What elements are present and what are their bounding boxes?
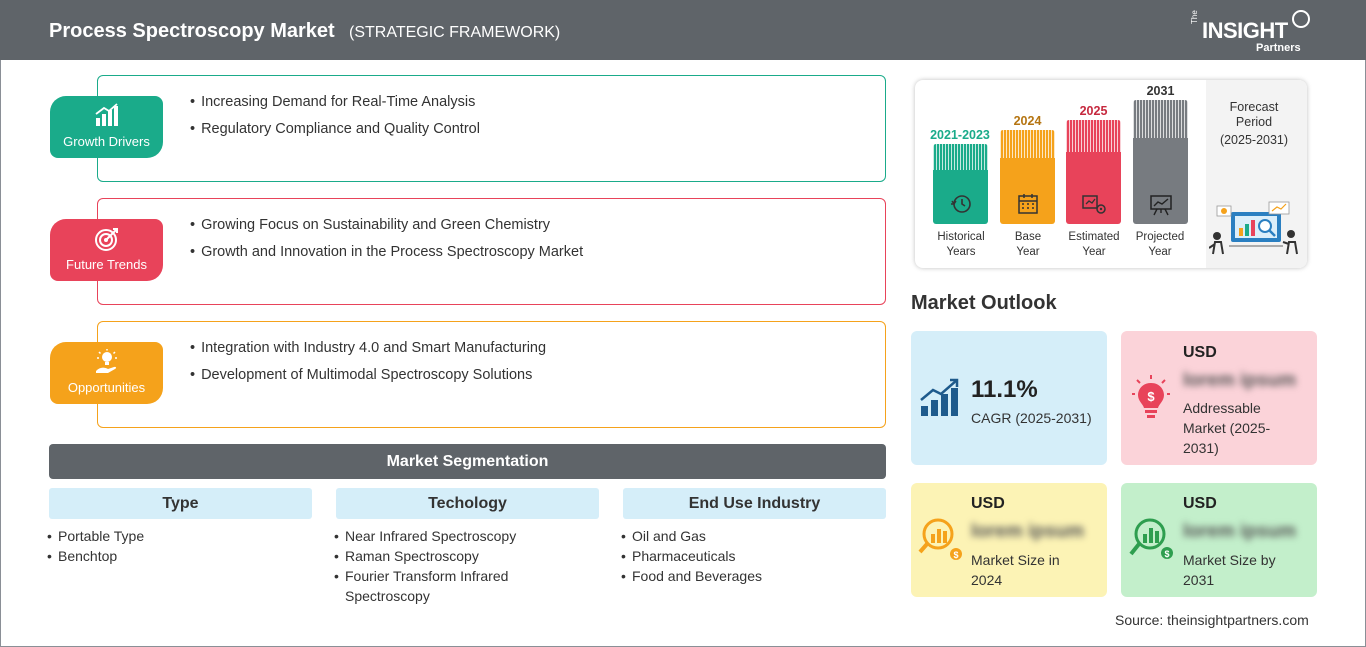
cagr-value: 11.1% <box>971 376 1038 403</box>
forecast-period-title: Forecast Period <box>1229 100 1279 129</box>
currency-label: USD <box>1183 344 1217 361</box>
logo-partners: Partners <box>1256 42 1301 54</box>
future-trends-badge: Future Trends <box>50 219 163 281</box>
list-item: Pharmaceuticals <box>621 546 886 566</box>
estimate-gears-icon <box>1082 195 1106 214</box>
bar-year-projected: 2031 <box>1146 84 1175 98</box>
label-line: Year <box>1016 246 1040 258</box>
growth-drivers-label: Growth Drivers <box>63 134 150 149</box>
addressable-market-value: lorem ipsum <box>1183 370 1296 391</box>
market-size-2031-value: lorem ipsum <box>1183 521 1296 542</box>
segmentation-title: Market Segmentation <box>49 444 886 479</box>
svg-text:$: $ <box>1147 389 1155 404</box>
cagr-label: CAGR (2025-2031) <box>971 410 1092 426</box>
history-clock-icon <box>951 195 971 213</box>
bar-projected <box>1133 100 1188 224</box>
future-trends-label: Future Trends <box>66 257 147 272</box>
magnifier-chart-icon: $ <box>1129 518 1173 559</box>
lightbulb-hand-icon <box>96 349 117 373</box>
growth-drivers-list: Increasing Demand for Real-Time Analysis… <box>190 94 480 148</box>
currency-label: USD <box>1183 495 1217 512</box>
label-line: Year <box>1082 246 1106 258</box>
list-item: Near Infrared Spectroscopy <box>334 526 599 546</box>
logo-insight: INSIGHT <box>1202 18 1288 43</box>
opportunities-badge: Opportunities <box>50 342 163 404</box>
logo-bulb-icon <box>1292 10 1310 28</box>
bar-base <box>1000 130 1055 224</box>
list-item: Fourier Transform Infrared Spectroscopy <box>334 566 534 606</box>
bar-year-base: 2024 <box>1013 114 1042 128</box>
list-item: Regulatory Compliance and Quality Contro… <box>190 121 480 137</box>
addressable-market-label: Addressable Market (2025-2031) <box>1183 400 1271 456</box>
list-item: Growing Focus on Sustainability and Gree… <box>190 217 583 233</box>
future-trends-list: Growing Focus on Sustainability and Gree… <box>190 217 583 271</box>
label-line: Historical <box>937 231 985 243</box>
growth-drivers-card: Increasing Demand for Real-Time Analysis… <box>97 75 886 182</box>
growth-chart-icon <box>920 378 959 416</box>
projection-board-icon <box>1150 195 1172 216</box>
market-size-2024-label: Market Size in 2024 <box>971 552 1060 588</box>
segment-header: End Use Industry <box>623 488 886 519</box>
market-size-2031-box: USD lorem ipsum $ Market Size by 2031 <box>1121 483 1317 597</box>
insight-partners-logo[interactable]: The INSIGHT Partners <box>1188 10 1318 54</box>
calendar-icon <box>1018 194 1038 214</box>
opportunities-label: Opportunities <box>67 380 146 395</box>
currency-label: USD <box>971 495 1005 512</box>
label-line: Projected <box>1135 231 1185 243</box>
list-item: Development of Multimodal Spectroscopy S… <box>190 367 546 383</box>
bar-label-estimated: Estimated Year <box>1058 230 1130 260</box>
magnifier-coins-icon: $ <box>918 518 962 560</box>
market-size-2031-label: Market Size by 2031 <box>1183 552 1276 588</box>
bar-year-historical: 2021-2023 <box>930 128 990 142</box>
label-line: Base <box>1014 231 1042 243</box>
segment-technology: Techology Near Infrared Spectroscopy Ram… <box>334 488 599 606</box>
market-size-2024-value: lorem ipsum <box>971 521 1084 542</box>
label-line: Year <box>1148 246 1172 258</box>
market-outlook-title: Market Outlook <box>911 292 1057 314</box>
list-item: Integration with Industry 4.0 and Smart … <box>190 340 546 356</box>
market-size-2024-box: USD lorem ipsum $ Market Size in 2024 <box>911 483 1107 597</box>
future-trends-card: Growing Focus on Sustainability and Gree… <box>97 198 886 305</box>
list-item: Oil and Gas <box>621 526 886 546</box>
label-line: Estimated <box>1068 231 1120 243</box>
label-line: Years <box>946 246 976 258</box>
segment-end-use-industry: End Use Industry Oil and Gas Pharmaceuti… <box>621 488 886 586</box>
list-item: Raman Spectroscopy <box>334 546 599 566</box>
dollar-bulb-icon: $ <box>1132 375 1170 418</box>
cagr-box: 11.1% CAGR (2025-2031) <box>911 331 1107 465</box>
segment-header: Type <box>49 488 312 519</box>
bar-historical <box>933 144 988 224</box>
bar-label-base: Base Year <box>992 230 1064 260</box>
list-item: Benchtop <box>47 546 312 566</box>
logo-the: The <box>1190 10 1199 24</box>
growth-chart-icon <box>95 103 118 126</box>
list-item: Growth and Innovation in the Process Spe… <box>190 244 583 260</box>
opportunities-card: Integration with Industry 4.0 and Smart … <box>97 321 886 428</box>
bar-label-historical: Historical Years <box>925 230 997 260</box>
list-item: Portable Type <box>47 526 312 546</box>
bar-year-estimated: 2025 <box>1079 104 1108 118</box>
svg-text:$: $ <box>1164 549 1169 559</box>
list-item: Increasing Demand for Real-Time Analysis <box>190 94 480 110</box>
segment-header: Techology <box>336 488 599 519</box>
page-subtitle: (STRATEGIC FRAMEWORK) <box>349 24 561 41</box>
bar-estimated <box>1066 120 1121 224</box>
addressable-market-box: USD lorem ipsum $ Addressable Market (20… <box>1121 331 1317 465</box>
header-bar: Process Spectroscopy Market (STRATEGIC F… <box>0 0 1366 60</box>
svg-text:$: $ <box>953 550 958 560</box>
bar-label-projected: Projected Year <box>1124 230 1196 260</box>
forecast-period-range: (2025-2031) <box>1219 133 1289 147</box>
growth-drivers-badge: Growth Drivers <box>50 96 163 158</box>
list-item: Food and Beverages <box>621 566 886 586</box>
opportunities-list: Integration with Industry 4.0 and Smart … <box>190 340 546 394</box>
forecast-analytics-illustration-icon <box>1209 201 1298 255</box>
target-icon <box>95 228 118 251</box>
source-text: Source: theinsightpartners.com <box>1115 612 1309 628</box>
page-title: Process Spectroscopy Market <box>49 20 335 42</box>
segment-type: Type Portable Type Benchtop <box>47 488 312 566</box>
